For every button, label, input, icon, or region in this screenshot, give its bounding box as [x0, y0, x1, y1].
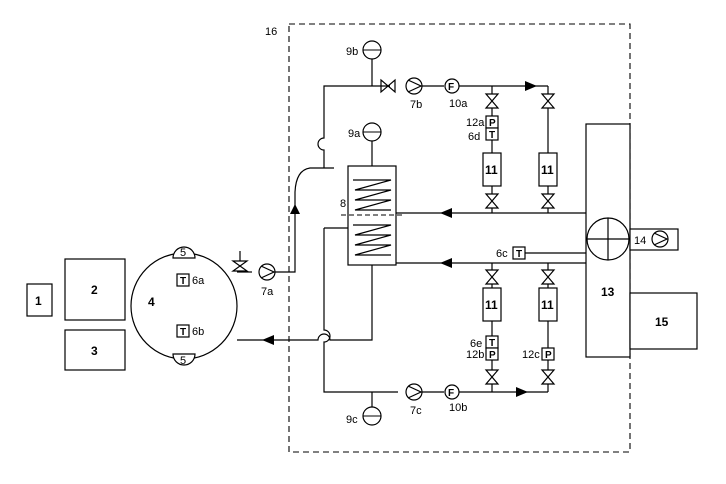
- label-11-b: 11: [541, 163, 554, 177]
- coil-upper: [353, 179, 392, 211]
- valve-d-top: [540, 269, 556, 285]
- label-9c: 9c: [346, 414, 358, 426]
- label-6e: 6e: [470, 338, 482, 350]
- temp-sensor-6a-symbol: T: [180, 276, 186, 287]
- tank-lug-bottom: [172, 353, 196, 366]
- label-8: 8: [340, 198, 346, 210]
- label-7b: 7b: [410, 99, 422, 111]
- label-7c: 7c: [410, 405, 422, 417]
- label-5-top: 5: [180, 247, 186, 259]
- arrow-bottom: [516, 387, 528, 397]
- label-6c: 6c: [496, 248, 508, 260]
- label-4: 4: [148, 295, 155, 309]
- label-7a: 7a: [261, 286, 274, 298]
- flowmeter-10b-symbol: F: [448, 388, 454, 399]
- arrow-up-7a: [290, 204, 300, 214]
- label-12a: 12a: [466, 117, 485, 129]
- valve-7a: [231, 251, 249, 272]
- valve-b-bottom: [540, 193, 556, 209]
- pipe-bottom-loop: [323, 228, 398, 393]
- label-10b: 10b: [449, 402, 467, 414]
- label-1: 1: [35, 294, 42, 308]
- coil-lower: [353, 224, 392, 256]
- unit-15: [629, 292, 698, 350]
- label-12c: 12c: [522, 349, 540, 361]
- label-9b: 9b: [346, 46, 358, 58]
- label-11-c: 11: [485, 298, 498, 312]
- valve-c-bottom: [484, 369, 500, 385]
- box-2: [64, 258, 126, 321]
- valve-a-top: [484, 93, 500, 109]
- label-3: 3: [91, 344, 98, 358]
- valve-a-bottom: [484, 193, 500, 209]
- label-10a: 10a: [449, 98, 468, 110]
- pipe-return-tank: [237, 266, 373, 341]
- press-12c-symbol: P: [545, 350, 552, 361]
- label-16: 16: [265, 26, 277, 38]
- tank-lug-top: [172, 246, 196, 259]
- arrow-mid-top: [440, 208, 452, 218]
- label-6a: 6a: [192, 275, 205, 287]
- box-3: [64, 329, 126, 371]
- label-6d: 6d: [468, 131, 480, 143]
- temp-6d-symbol: T: [489, 130, 495, 141]
- label-12b: 12b: [466, 349, 484, 361]
- press-12b-symbol: P: [489, 350, 496, 361]
- enclosure-16: [288, 23, 631, 453]
- temp-sensor-6c: [512, 246, 526, 260]
- press-12a-symbol: P: [489, 118, 496, 129]
- label-15: 15: [655, 315, 669, 329]
- box-1: [26, 283, 53, 317]
- pipe-top-loop: [317, 85, 390, 162]
- arrow-top: [525, 81, 537, 91]
- arrow-mid-bottom: [440, 258, 452, 268]
- label-2: 2: [91, 283, 98, 297]
- label-13: 13: [601, 285, 615, 299]
- label-11-a: 11: [485, 163, 498, 177]
- pipe-7a-up: [275, 167, 334, 273]
- temp-6e-symbol: T: [489, 338, 495, 349]
- label-6b: 6b: [192, 326, 204, 338]
- valve-c-top: [484, 269, 500, 285]
- temp-sensor-6a: [176, 273, 190, 287]
- valve-top: [380, 78, 396, 94]
- temp-sensor-6b: [176, 324, 190, 338]
- valve-b-top: [540, 93, 556, 109]
- arrow-return: [262, 335, 274, 345]
- label-11-d: 11: [541, 298, 554, 312]
- label-5-bottom: 5: [180, 355, 186, 367]
- tank-4: [130, 252, 238, 360]
- flowmeter-10a-symbol: F: [448, 82, 454, 93]
- label-9a: 9a: [348, 128, 361, 140]
- temp-sensor-6b-symbol: T: [180, 327, 186, 338]
- label-14: 14: [634, 235, 646, 247]
- temp-6c-symbol: T: [516, 249, 522, 260]
- valve-d-bottom: [540, 369, 556, 385]
